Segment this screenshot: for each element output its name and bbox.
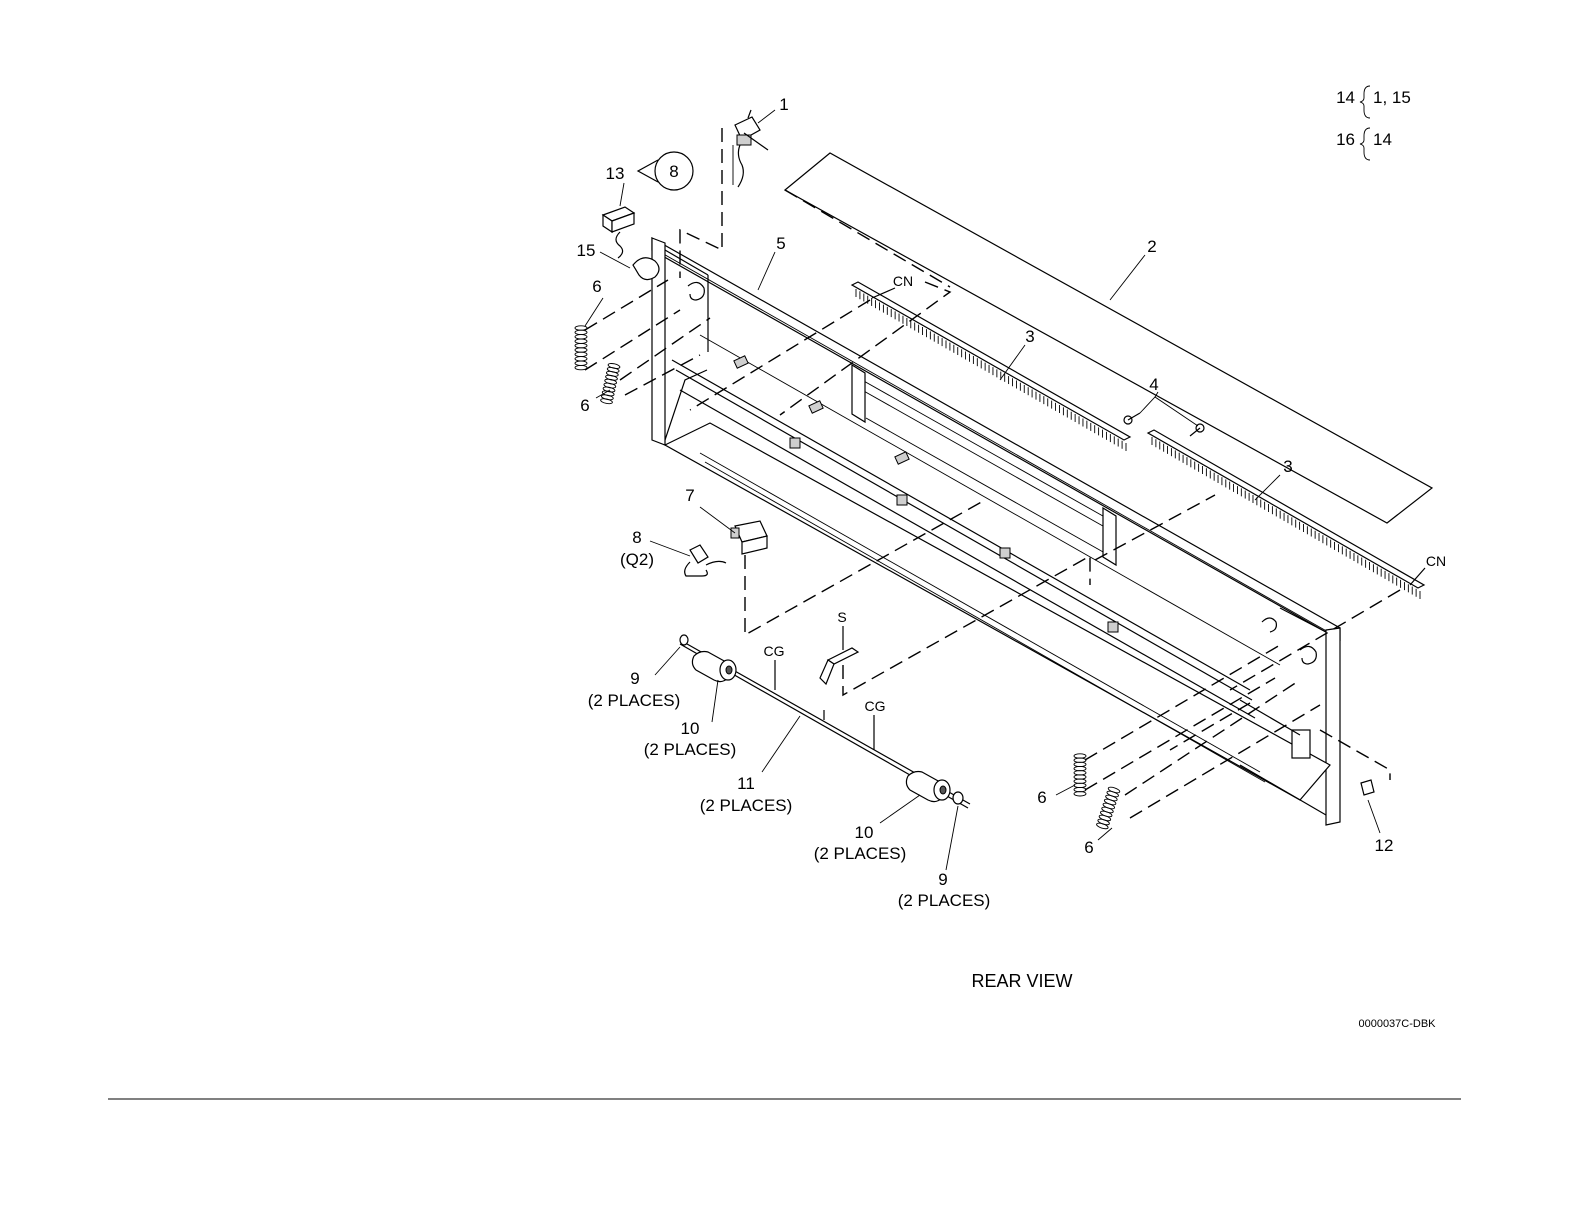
- callout-11-places: (2 PLACES): [700, 796, 793, 815]
- callout-10-right: 10: [855, 823, 874, 842]
- callout-3-lower: 3: [1283, 457, 1292, 476]
- callout-9-left-places: (2 PLACES): [588, 691, 681, 710]
- part-1-switch: [680, 110, 775, 278]
- spring-coil: [1101, 806, 1114, 814]
- reference-8-label: 8: [669, 162, 678, 181]
- callout-6-lower-right: 6: [1084, 838, 1093, 857]
- legend-children-2: 14: [1373, 130, 1392, 149]
- spring-coil: [1104, 798, 1117, 806]
- callout-1: 1: [779, 95, 788, 114]
- leader-2: [1110, 255, 1145, 300]
- callout-13: 13: [606, 164, 625, 183]
- callout-6-lower-left: 6: [580, 396, 589, 415]
- spring-coil: [1105, 794, 1118, 802]
- spring-coil: [603, 386, 616, 393]
- spring-coil: [604, 382, 617, 389]
- reference-8-symbol: 8: [638, 152, 693, 190]
- leader-5: [758, 252, 775, 290]
- callout-10-right-places: (2 PLACES): [814, 844, 907, 863]
- callout-6-upper-right: 6: [1037, 788, 1046, 807]
- spring-coil: [575, 343, 587, 347]
- legend-parent-2: 16: [1336, 130, 1355, 149]
- spring-coil: [1074, 783, 1086, 787]
- spring-coil: [1074, 762, 1086, 766]
- spring-coil: [1074, 792, 1086, 796]
- callout-10-left: 10: [681, 719, 700, 738]
- callout-12: 12: [1375, 836, 1394, 855]
- spring-coil: [608, 363, 621, 370]
- spring-coil: [1074, 758, 1086, 762]
- roller-10-left: [692, 652, 736, 682]
- spring-coil: [575, 352, 587, 356]
- spring-coil: [1074, 754, 1086, 758]
- spring-coil: [1097, 818, 1110, 826]
- view-title: REAR VIEW: [971, 971, 1072, 991]
- cn-marker-right: CN: [1426, 553, 1446, 569]
- callout-11: 11: [737, 774, 755, 793]
- spring-coil: [1102, 802, 1115, 810]
- callout-8: 8: [632, 528, 641, 547]
- part-8-sensor-q2: [650, 541, 726, 576]
- part-13-sensor: [603, 183, 634, 258]
- spring-coil: [1074, 779, 1086, 783]
- spring-coil: [607, 367, 620, 374]
- callout-3-upper: 3: [1025, 327, 1034, 346]
- spring-coil: [604, 378, 617, 385]
- part-15-clip: [600, 252, 659, 280]
- callout-9-right: 9: [938, 870, 947, 889]
- callout-10-left-places: (2 PLACES): [644, 740, 737, 759]
- spring-coil: [1096, 822, 1109, 830]
- callout-4: 4: [1149, 375, 1158, 394]
- callout-5: 5: [776, 234, 785, 253]
- s-marker: S: [837, 609, 846, 625]
- cn-marker-upper: CN: [893, 273, 913, 289]
- spring-coil: [575, 339, 587, 343]
- spring-coil: [575, 335, 587, 339]
- spring-coil: [600, 398, 613, 405]
- callout-9-right-places: (2 PLACES): [898, 891, 991, 910]
- spring-coil: [1074, 771, 1086, 775]
- spring-coil: [1108, 786, 1121, 794]
- spring-coil: [1099, 814, 1112, 822]
- cg-marker-right: CG: [865, 698, 886, 714]
- spring-coil: [601, 394, 614, 401]
- legend-brace-2: [1360, 128, 1370, 160]
- spring-coil: [1100, 810, 1113, 818]
- callout-6-upper-left: 6: [592, 277, 601, 296]
- callout-15: 15: [577, 241, 596, 260]
- legend-brace-1: [1360, 86, 1370, 118]
- cg-marker-left: CG: [764, 643, 785, 659]
- spring-coil: [1106, 790, 1119, 798]
- spring-coil: [575, 357, 587, 361]
- roller-10-right: [906, 772, 950, 802]
- spring-coil: [575, 348, 587, 352]
- spring-coil: [1074, 775, 1086, 779]
- callout-9-left: 9: [630, 669, 639, 688]
- legend-children-1: 1, 15: [1373, 88, 1411, 107]
- callout-2: 2: [1147, 237, 1156, 256]
- spring-coil: [575, 361, 587, 365]
- spring-coil: [1074, 787, 1086, 791]
- spring-coil: [1074, 766, 1086, 770]
- callout-7: 7: [685, 486, 694, 505]
- spring-coil: [575, 330, 587, 334]
- callout-8-sub: (Q2): [620, 550, 654, 569]
- spring-coil: [606, 370, 619, 377]
- legend: 14 1, 15 16 14: [1336, 86, 1411, 160]
- part-2-cover-strip: [785, 153, 1432, 523]
- legend-parent-1: 14: [1336, 88, 1355, 107]
- figure-code: 0000037C-DBK: [1358, 1018, 1436, 1030]
- spring-coil: [605, 374, 618, 381]
